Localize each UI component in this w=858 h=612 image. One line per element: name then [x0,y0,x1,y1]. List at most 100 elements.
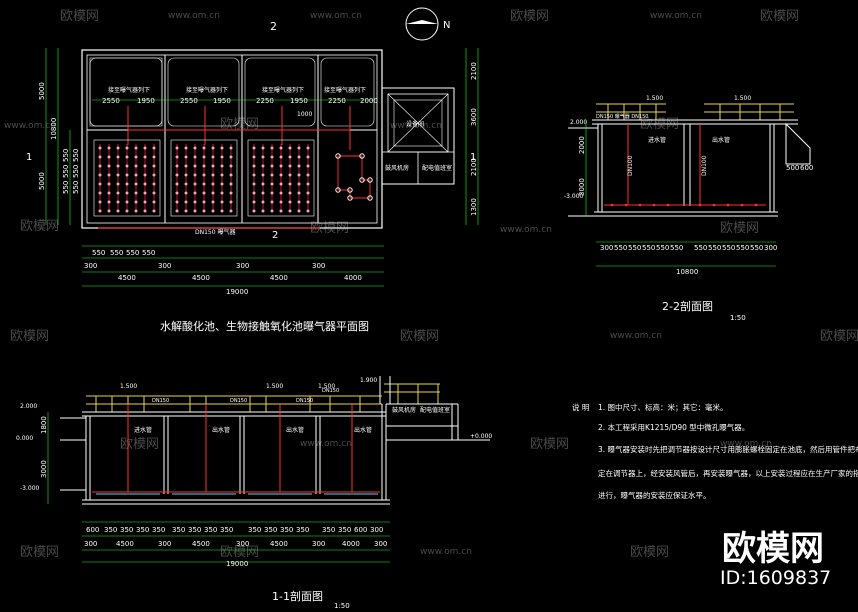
diffuser-head [134,146,138,150]
watermark-site: www.om.cn [650,11,702,21]
diffuser-head [107,182,111,186]
diffuser-head [359,153,365,159]
elevation-label: 1.900 [360,377,377,384]
diffuser-head [270,173,274,177]
dim-label: 550 [694,244,707,252]
diffuser-head [184,191,188,195]
pipe-label: DN150 [152,398,169,404]
dim-label: 2100 [470,158,478,176]
diffuser-head [297,209,301,213]
dim-label: 300 [312,262,325,270]
diffuser-head [306,200,310,204]
diffuser-head [134,200,138,204]
plan-left-dims: 5000 10800 5000 550 550 550 550 550 550 … [26,48,80,225]
dim-label: 550 [142,249,155,257]
diffuser-head [229,200,233,204]
dim-label: 1950 [137,97,155,105]
dim-label: 2250 [328,97,346,105]
diffuser-head [193,182,197,186]
north-label: N [443,20,450,31]
notes-heading: 说 明 [572,402,589,412]
section11-bottom-dims: 600 350 350 350 350 350 350 350 350 350 … [82,521,390,568]
dim-label: 1950 [213,97,231,105]
diffuser-head [125,155,129,159]
room-label: 配电值班室 [422,164,452,172]
diffuser-head [211,182,215,186]
dim-label: 4000 [344,274,362,282]
diffuser-head [297,191,301,195]
note-line: 3. 曝气器安装时先把调节器按设计尺寸用膨胀螺栓固定在池底，然后用管件把布气管固 [598,444,858,454]
dim-label: 350 [204,526,217,534]
diffuser-head [211,191,215,195]
section22-bottom-dims: 300 550 550 550 550 550 550 550 550 550 … [596,241,777,276]
dim-label: 350 [220,526,233,534]
dim-label: 550 [110,249,123,257]
dim-label: 300 [236,262,249,270]
tank-label: 接至曝气器列下 [108,86,150,94]
diffuser-head [220,164,224,168]
diffuser-head [252,209,256,213]
diffuser-head [175,155,179,159]
dim-label: 350 [136,526,149,534]
note-line: 进行，曝气器的安装应保证水平。 [598,490,711,500]
diffuser-head [297,146,301,150]
diffuser-head [306,191,310,195]
dim-label: 350 [280,526,293,534]
diffuser-head [98,164,102,168]
dim-label: 4500 [192,540,210,548]
diffuser-head [211,164,215,168]
pipe-label: DN150 [230,398,247,404]
diffuser-head [252,155,256,159]
pipe-label: DN100 [627,155,634,176]
watermark-site: www.om.cn [500,225,552,235]
section-mark-1: 1 [470,152,476,163]
room-label: 设备间 [406,120,424,128]
note-line: 2. 本工程采用K1215/D90 型中微孔曝气器。 [598,422,749,432]
diffuser-head [152,173,156,177]
diffuser-head [184,200,188,204]
dim-label: 5000 [38,82,46,100]
diffuser-head [184,164,188,168]
diffuser-head [143,173,147,177]
pipe-label: 出水管 [212,426,230,434]
elevation-label: 0.000 [16,435,33,442]
dim-label: 550 [614,244,627,252]
diffuser-head [202,155,206,159]
north-arrow: N 2 [270,7,450,41]
watermark-site: www.om.cn [300,439,352,449]
dim-label: 600 [86,526,99,534]
dim-label: 1300 [470,198,478,216]
watermark-site: www.om.cn [420,547,472,557]
dim-label: 550 [92,249,105,257]
diffuser-head [252,146,256,150]
diffuser-head [229,155,233,159]
dim-label: 350 [152,526,165,534]
diffuser-head [220,200,224,204]
diffuser-head [193,173,197,177]
watermark-brand: 欧模网 [720,221,759,236]
diffuser-head [134,191,138,195]
diffuser-head [306,173,310,177]
watermark-brand: 欧模网 [820,329,858,344]
section-mark: 2 [270,20,277,33]
diffuser-head [143,155,147,159]
elevation-label: 2.000 [570,119,587,126]
diffuser-head [116,146,120,150]
watermark-brand: 欧模网 [20,545,59,560]
equipment-building: 设备间 鼓风机房 配电值班室 [381,87,455,185]
dim-label: 2550 [180,97,198,105]
diffuser-head [335,153,341,159]
room-label: 鼓风机房 [385,164,409,172]
diffuser-head [98,173,102,177]
brand-id: ID:1609837 [720,567,831,589]
diffuser-head [152,164,156,168]
dim-label: 550 [736,244,749,252]
dim-label: 3000 [40,460,48,478]
tank-label: 接至曝气器列下 [324,86,366,94]
diffuser-head [175,182,179,186]
diffuser-head [252,164,256,168]
diffuser-head [134,155,138,159]
diffuser-grid-frame [170,139,238,217]
pipe-label: DN100 [701,155,708,176]
